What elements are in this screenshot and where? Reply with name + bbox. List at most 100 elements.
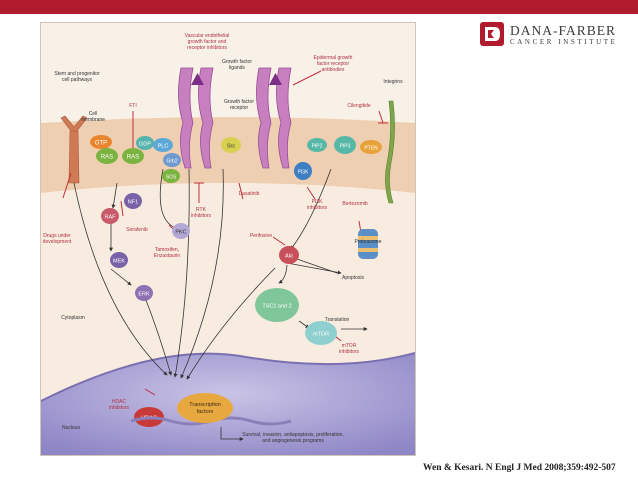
integrin-receptor bbox=[385, 100, 395, 204]
svg-text:cell pathways: cell pathways bbox=[62, 77, 93, 83]
node-mek: MEK bbox=[110, 252, 128, 268]
label-sorafenib: Sorafenib bbox=[126, 227, 148, 233]
svg-text:receptor: receptor bbox=[230, 105, 249, 111]
node-ras-2: RAS bbox=[122, 148, 144, 164]
label-dasatinib: Dasatinib bbox=[239, 191, 260, 197]
logo-subtitle: CANCER INSTITUTE bbox=[510, 38, 618, 46]
svg-text:membrane: membrane bbox=[81, 117, 105, 123]
label-receptor: Growth factor bbox=[224, 99, 254, 105]
svg-text:RAS: RAS bbox=[101, 155, 113, 161]
svg-text:PLC: PLC bbox=[158, 144, 169, 150]
node-pip2: PIP2 bbox=[307, 138, 327, 152]
svg-text:inhibitors: inhibitors bbox=[307, 205, 328, 211]
svg-text:antibodies: antibodies bbox=[322, 67, 345, 73]
svg-text:factor receptor: factor receptor bbox=[317, 61, 350, 67]
label-integrins: Integrins bbox=[383, 79, 403, 85]
label-stem-cell: Stem and progenitor bbox=[54, 71, 100, 77]
label-ligands: Growth factor bbox=[222, 59, 252, 65]
node-pten: PTEN bbox=[360, 140, 382, 154]
svg-text:Transcription: Transcription bbox=[189, 402, 221, 408]
svg-text:ligands: ligands bbox=[229, 65, 245, 71]
node-src: Src bbox=[221, 137, 241, 153]
svg-text:GDP: GDP bbox=[139, 142, 151, 148]
nuclear-envelope bbox=[41, 352, 415, 402]
node-mtor: mTOR bbox=[305, 321, 337, 345]
svg-text:NF1: NF1 bbox=[128, 200, 138, 206]
node-tsc: TSC1 and 2 bbox=[255, 288, 299, 322]
node-pi3k: PI3K bbox=[294, 162, 312, 180]
proteasome-icon bbox=[358, 229, 378, 259]
node-grb2: Grb2 bbox=[163, 153, 181, 167]
stem-cell-receptor bbox=[60, 115, 88, 184]
node-nf1: NF1 bbox=[124, 193, 142, 209]
pathway-diagram: GTP RAS RAS GDP NF1 RAF MEK ERK PLC Grb2… bbox=[41, 33, 415, 455]
inhibitor-lines bbox=[62, 70, 388, 396]
svg-text:PIP3: PIP3 bbox=[340, 144, 351, 150]
svg-text:PIP2: PIP2 bbox=[312, 144, 323, 150]
growth-factor-receptor-2 bbox=[256, 67, 292, 169]
svg-text:PI3K: PI3K bbox=[298, 170, 310, 176]
svg-text:inhibitors: inhibitors bbox=[339, 349, 360, 355]
svg-text:RAF: RAF bbox=[105, 215, 117, 221]
svg-text:and angiogenesis programs: and angiogenesis programs bbox=[262, 438, 324, 444]
node-pkc: PKC bbox=[172, 223, 190, 239]
label-mtor-inhibitors: mTOR bbox=[342, 343, 357, 349]
svg-text:growth factor and: growth factor and bbox=[188, 39, 227, 45]
label-drugs-under-development: Drugs under bbox=[43, 233, 71, 239]
svg-text:SOS: SOS bbox=[166, 175, 177, 181]
svg-text:mTOR: mTOR bbox=[313, 332, 329, 338]
label-fti: FTI bbox=[129, 103, 137, 109]
svg-text:Akt: Akt bbox=[285, 254, 293, 260]
label-cell-membrane: Cell bbox=[89, 111, 98, 117]
label-proteasome: Proteasome bbox=[355, 239, 382, 245]
label-outcomes: Survival, invasion, antiapoptosis, proli… bbox=[242, 432, 343, 438]
svg-text:Src: Src bbox=[227, 144, 236, 150]
ligand-1 bbox=[191, 73, 204, 85]
svg-text:PKC: PKC bbox=[175, 230, 186, 236]
label-translation: Translation bbox=[325, 317, 350, 323]
dana-farber-logo-icon bbox=[480, 22, 504, 46]
svg-text:inhibitors: inhibitors bbox=[109, 405, 130, 411]
label-hdac-inhibitors: HDAC bbox=[112, 399, 127, 405]
transcription-factors: Transcription factors bbox=[177, 393, 233, 423]
ligand-2 bbox=[269, 73, 282, 85]
cell-membrane-band bbox=[41, 117, 415, 193]
label-vegf: Vascular endothelial bbox=[185, 33, 230, 39]
label-tamoxifen: Tamoxifen, bbox=[155, 247, 179, 253]
label-perifosine: Perifosine bbox=[250, 233, 272, 239]
header-bar bbox=[0, 0, 638, 14]
label-rtk-inhibitors: RTK bbox=[196, 207, 207, 213]
label-cilengitide: Cilengitide bbox=[347, 103, 371, 109]
akt-apoptosis-inhibition bbox=[296, 258, 338, 274]
svg-text:Enzastaurin: Enzastaurin bbox=[154, 253, 181, 259]
node-gdp: GDP bbox=[136, 136, 154, 150]
outcome-arrow bbox=[220, 427, 244, 441]
dana-farber-logo: DANA-FARBER CANCER INSTITUTE bbox=[480, 22, 630, 52]
logo-name: DANA-FARBER bbox=[510, 23, 617, 38]
node-plc: PLC bbox=[153, 138, 173, 152]
node-raf: RAF bbox=[101, 208, 119, 224]
svg-text:factors: factors bbox=[197, 409, 214, 415]
node-gtp: GTP bbox=[90, 135, 112, 149]
svg-text:TSC1 and 2: TSC1 and 2 bbox=[262, 304, 291, 310]
svg-text:PTEN: PTEN bbox=[364, 146, 378, 152]
svg-text:Grb2: Grb2 bbox=[166, 159, 177, 165]
signaling-pathway-figure: GTP RAS RAS GDP NF1 RAF MEK ERK PLC Grb2… bbox=[40, 22, 416, 456]
node-akt: Akt bbox=[279, 246, 299, 264]
svg-text:MEK: MEK bbox=[113, 259, 125, 265]
node-pip3: PIP3 bbox=[334, 136, 356, 154]
label-pi3k-inhibitors: PI3K bbox=[312, 199, 324, 205]
label-egfr: Epidermal growth bbox=[314, 55, 353, 61]
growth-factor-receptor-1 bbox=[178, 67, 214, 169]
svg-text:ERK: ERK bbox=[138, 292, 150, 298]
svg-text:receptor inhibitors: receptor inhibitors bbox=[187, 45, 227, 51]
citation: Wen & Kesari. N Engl J Med 2008;359:492-… bbox=[423, 463, 616, 473]
svg-text:GTP: GTP bbox=[95, 141, 107, 147]
label-bortezomib: Bortezomib bbox=[342, 201, 368, 207]
svg-text:RAS: RAS bbox=[127, 155, 139, 161]
svg-text:development: development bbox=[43, 239, 72, 245]
label-nucleus: Nucleus bbox=[62, 425, 81, 431]
node-erk: ERK bbox=[135, 285, 153, 301]
svg-text:inhibitors: inhibitors bbox=[191, 213, 212, 219]
node-ras-1: RAS bbox=[96, 148, 118, 164]
